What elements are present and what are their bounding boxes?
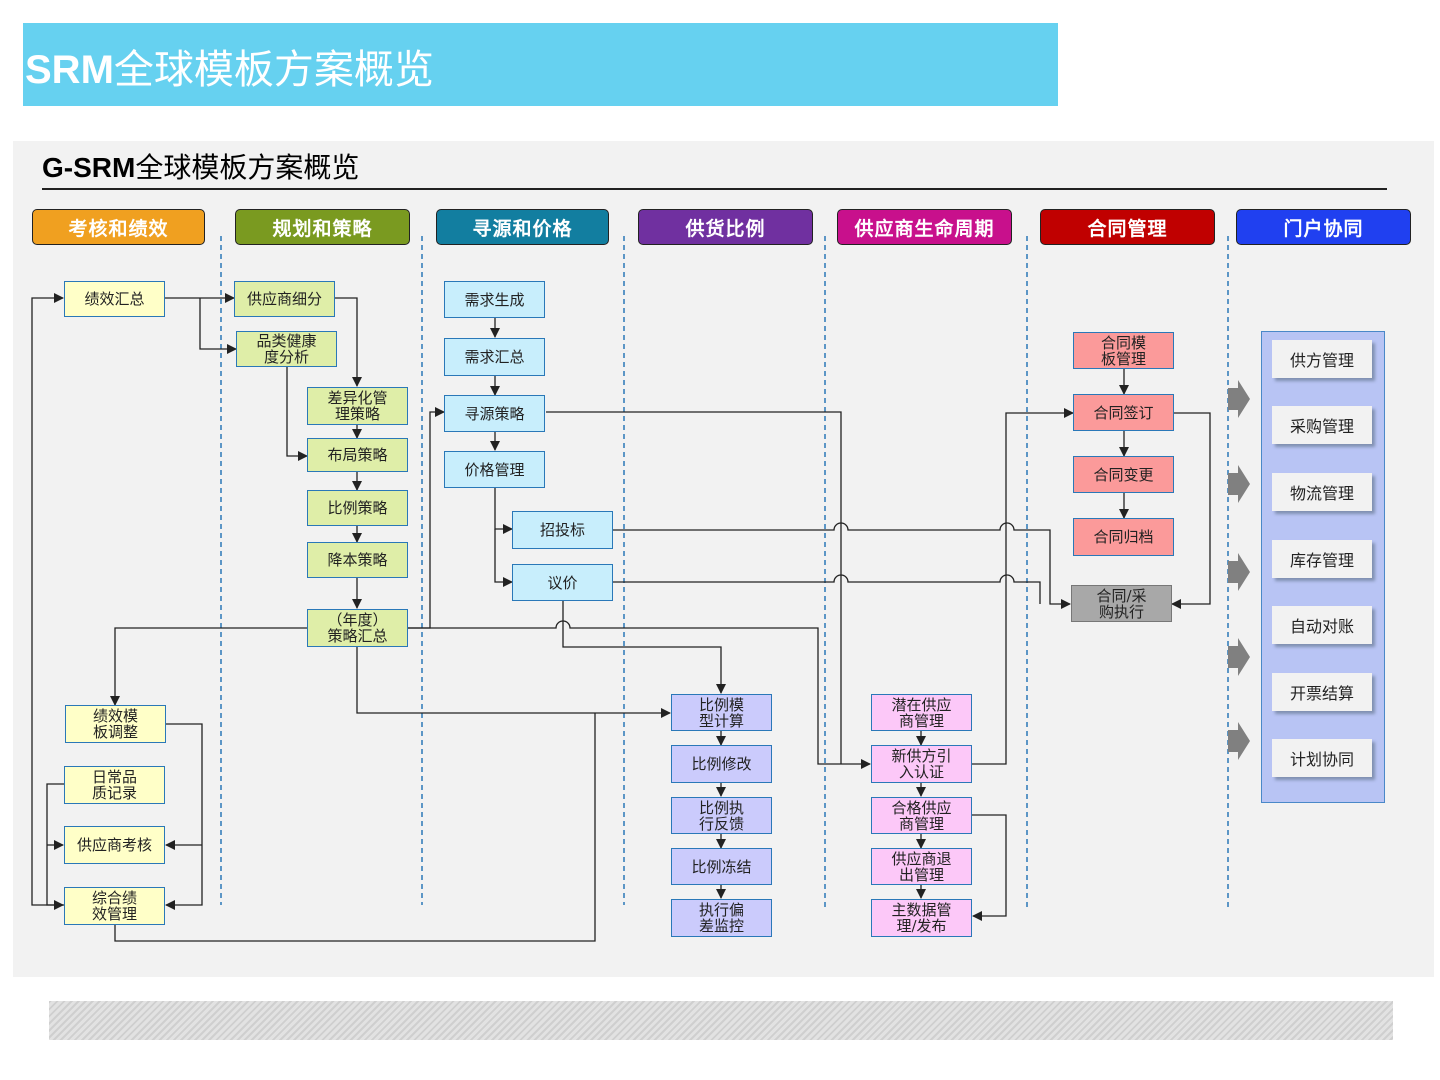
- portal-item-supplier-mgmt: 供方管理: [1272, 340, 1372, 378]
- column-header-label: 门户协同: [1283, 217, 1364, 240]
- page-title: SRM全球模板方案概览: [25, 47, 434, 93]
- column-header-supplier-lifecycle: 供应商生命周期: [837, 209, 1012, 245]
- column-header-label: 合同管理: [1087, 217, 1168, 240]
- node-supplier-exit: 供应商退出管理: [871, 848, 972, 885]
- node-annual-summary: （年度）策略汇总: [307, 609, 408, 647]
- node-diff-strategy: 差异化管理策略: [307, 387, 408, 425]
- node-perf-summary: 绩效汇总: [64, 281, 165, 317]
- node-deviation-monitor: 执行偏差监控: [671, 899, 772, 937]
- node-sourcing-strategy: 寻源策略: [444, 395, 545, 432]
- node-demand-gen: 需求生成: [444, 281, 545, 318]
- node-ratio-model: 比例模型计算: [671, 694, 772, 731]
- node-new-supplier-cert: 新供方引入认证: [871, 745, 972, 783]
- column-header-label: 寻源和价格: [472, 217, 573, 240]
- node-daily-quality: 日常品质记录: [64, 766, 165, 804]
- subtitle-rule: [42, 188, 1387, 190]
- node-ratio-modify: 比例修改: [671, 745, 772, 783]
- column-header-label: 供货比例: [685, 217, 766, 240]
- portal-item-plan-collab: 计划协同: [1272, 739, 1372, 777]
- node-potential-supplier: 潜在供应商管理: [871, 694, 972, 731]
- node-demand-sum: 需求汇总: [444, 338, 545, 376]
- node-perf-template: 绩效模板调整: [65, 705, 166, 743]
- node-cost-strategy: 降本策略: [307, 542, 408, 578]
- node-contract-archive: 合同归档: [1073, 518, 1174, 556]
- portal-item-purchase-mgmt: 采购管理: [1272, 406, 1372, 444]
- column-header-planning: 规划和策略: [235, 209, 410, 245]
- diagram-panel: [13, 141, 1434, 977]
- column-header-portal: 门户协同: [1236, 209, 1411, 245]
- column-header-contract: 合同管理: [1040, 209, 1215, 245]
- node-contract-exec: 合同/采购执行: [1071, 585, 1172, 622]
- node-bidding: 招投标: [512, 511, 613, 549]
- node-ratio-feedback: 比例执行反馈: [671, 797, 772, 834]
- node-negotiation: 议价: [512, 564, 613, 601]
- node-contract-change: 合同变更: [1073, 456, 1174, 493]
- node-category-health: 品类健康度分析: [236, 331, 337, 367]
- node-supplier-segment: 供应商细分: [234, 281, 335, 317]
- footer-stripe: [49, 1001, 1393, 1040]
- column-header-performance: 考核和绩效: [32, 209, 205, 245]
- column-header-supply-ratio: 供货比例: [638, 209, 813, 245]
- node-layout-strategy: 布局策略: [307, 438, 408, 472]
- portal-item-auto-reconcile: 自动对账: [1272, 606, 1372, 644]
- node-ratio-strategy: 比例策略: [307, 490, 408, 526]
- node-master-data: 主数据管理/发布: [871, 899, 972, 937]
- node-ratio-freeze: 比例冻结: [671, 848, 772, 885]
- column-header-label: 规划和策略: [272, 217, 373, 240]
- diagram-subtitle: G-SRM全球模板方案概览: [42, 151, 360, 184]
- portal-item-logistics-mgmt: 物流管理: [1272, 473, 1372, 511]
- portal-item-invoice-settle: 开票结算: [1272, 673, 1372, 711]
- portal-arrows: [1228, 380, 1250, 760]
- node-price-mgmt: 价格管理: [444, 451, 545, 488]
- title-bar: SRM全球模板方案概览: [23, 23, 1058, 106]
- column-header-label: 考核和绩效: [68, 217, 169, 240]
- column-header-label: 供应商生命周期: [854, 217, 995, 240]
- portal-item-inventory-mgmt: 库存管理: [1272, 540, 1372, 578]
- node-contract-sign: 合同签订: [1073, 394, 1174, 431]
- node-qualified-supplier: 合格供应商管理: [871, 797, 972, 834]
- column-header-sourcing: 寻源和价格: [436, 209, 609, 245]
- node-contract-template: 合同模板管理: [1073, 332, 1174, 369]
- node-supplier-eval: 供应商考核: [64, 826, 165, 864]
- node-overall-perf: 综合绩效管理: [64, 887, 165, 925]
